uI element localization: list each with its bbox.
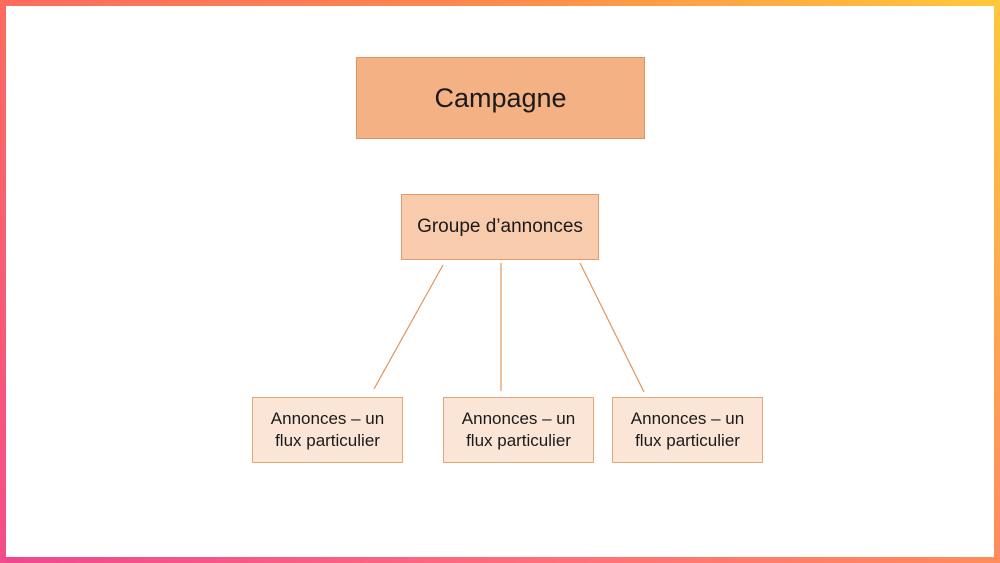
ad-label-3: Annonces – un flux particulier xyxy=(630,409,745,450)
border-top xyxy=(0,0,1000,6)
ad-group-box: Groupe d’annonces xyxy=(401,194,599,260)
campaign-label: Campagne xyxy=(434,82,567,113)
ad-label-1: Annonces – un flux particulier xyxy=(270,409,385,450)
campaign-box: Campagne xyxy=(356,57,645,139)
ad-box-2: Annonces – un flux particulier xyxy=(443,397,594,463)
connector-to-ad-1 xyxy=(373,264,444,390)
ad-box-3: Annonces – un flux particulier xyxy=(612,397,763,463)
slide-canvas: Campagne Groupe d’annonces Annonces – un… xyxy=(6,6,994,557)
border-right xyxy=(994,0,1000,563)
ad-box-1: Annonces – un flux particulier xyxy=(252,397,403,463)
border-bottom xyxy=(0,557,1000,563)
border-left xyxy=(0,0,6,563)
ad-label-2: Annonces – un flux particulier xyxy=(461,409,576,450)
ad-group-label: Groupe d’annonces xyxy=(417,216,583,237)
connector-lines xyxy=(373,262,645,393)
connector-to-ad-3 xyxy=(579,262,645,393)
